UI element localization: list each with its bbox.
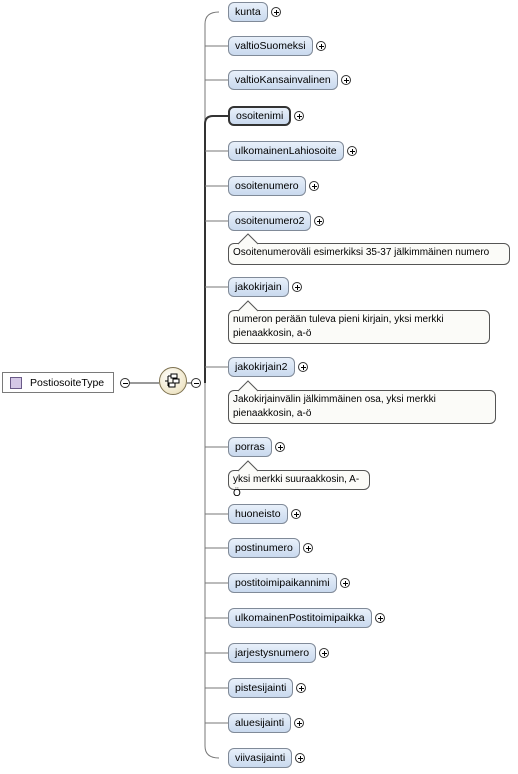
element-label: osoitenumero2 bbox=[235, 215, 305, 227]
expand-icon[interactable] bbox=[294, 111, 304, 121]
element-node-4[interactable]: ulkomainenLahiosoite bbox=[228, 141, 344, 161]
element-node-8[interactable]: jakokirjain2 bbox=[228, 357, 295, 377]
element-label: ulkomainenPostitoimipaikka bbox=[235, 612, 365, 624]
element-node-11[interactable]: postinumero bbox=[228, 538, 300, 558]
root-type-label: PostiosoiteType bbox=[30, 376, 105, 389]
element-node-15[interactable]: pistesijainti bbox=[228, 678, 294, 698]
annotation-text-line: pienaakkosin, a-ö bbox=[233, 408, 312, 419]
expand-icon[interactable] bbox=[295, 753, 305, 763]
element-label: jakokirjain bbox=[235, 281, 282, 293]
element-node-5[interactable]: osoitenumero bbox=[228, 176, 306, 196]
annotation-text-line: Osoitenumeroväli esimerkiksi 35-37 jälki… bbox=[233, 247, 490, 258]
annotation-note: yksi merkki suuraakkosin, A-Ö bbox=[228, 470, 370, 499]
element-node-2[interactable]: valtioKansainvalinen bbox=[228, 70, 338, 90]
annotation-note: numeron perään tuleva pieni kirjain, yks… bbox=[228, 310, 490, 344]
annotation-note: Osoitenumeroväli esimerkiksi 35-37 jälki… bbox=[228, 243, 510, 265]
element-node-1[interactable]: valtioSuomeksi bbox=[228, 36, 313, 56]
expand-icon[interactable] bbox=[275, 442, 285, 452]
root-type-node[interactable]: PostiosoiteType bbox=[2, 372, 114, 393]
element-label: pistesijainti bbox=[235, 682, 287, 694]
element-label: postitoimipaikannimi bbox=[235, 577, 330, 589]
element-node-10[interactable]: huoneisto bbox=[228, 504, 288, 524]
complex-type-icon bbox=[10, 376, 22, 389]
element-node-0[interactable]: kunta bbox=[228, 2, 268, 22]
element-node-16[interactable]: aluesijainti bbox=[228, 713, 292, 733]
element-label: osoitenumero bbox=[235, 180, 299, 192]
expand-icon[interactable] bbox=[341, 75, 351, 85]
element-label: ulkomainenLahiosoite bbox=[235, 145, 337, 157]
element-label: viivasijainti bbox=[235, 752, 286, 764]
element-label: osoitenimi bbox=[236, 110, 284, 122]
element-node-12[interactable]: postitoimipaikannimi bbox=[228, 573, 337, 593]
annotation-text-line: yksi merkki suuraakkosin, A-Ö bbox=[233, 474, 360, 499]
expand-icon[interactable] bbox=[292, 282, 302, 292]
element-node-6[interactable]: osoitenumero2 bbox=[228, 211, 312, 231]
element-label: aluesijainti bbox=[235, 717, 285, 729]
element-node-17[interactable]: viivasijainti bbox=[228, 748, 293, 768]
expand-icon[interactable] bbox=[291, 509, 301, 519]
expand-icon[interactable] bbox=[340, 578, 350, 588]
element-label: huoneisto bbox=[235, 508, 281, 520]
expand-icon[interactable] bbox=[303, 543, 313, 553]
element-label: postinumero bbox=[235, 542, 293, 554]
annotation-text-line: pienaakkosin, a-ö bbox=[233, 328, 312, 339]
element-label: porras bbox=[235, 441, 265, 453]
expand-icon[interactable] bbox=[375, 613, 385, 623]
element-node-14[interactable]: jarjestysnumero bbox=[228, 643, 317, 663]
element-label: valtioKansainvalinen bbox=[235, 74, 331, 86]
collapse-sequence-icon[interactable] bbox=[191, 378, 201, 388]
expand-icon[interactable] bbox=[314, 216, 324, 226]
expand-icon[interactable] bbox=[319, 648, 329, 658]
expand-icon[interactable] bbox=[296, 683, 306, 693]
expand-icon[interactable] bbox=[347, 146, 357, 156]
element-node-3[interactable]: osoitenimi bbox=[228, 106, 292, 126]
expand-icon[interactable] bbox=[271, 7, 281, 17]
element-label: valtioSuomeksi bbox=[235, 40, 306, 52]
element-node-13[interactable]: ulkomainenPostitoimipaikka bbox=[228, 608, 372, 628]
sequence-bus-line bbox=[204, 11, 220, 759]
element-label: jarjestysnumero bbox=[235, 647, 310, 659]
element-node-9[interactable]: porras bbox=[228, 437, 272, 457]
expand-icon[interactable] bbox=[316, 41, 326, 51]
annotation-note: Jakokirjainvälin jälkimmäinen osa, yksi … bbox=[228, 390, 496, 424]
element-label: jakokirjain2 bbox=[235, 361, 288, 373]
selected-path-line bbox=[204, 115, 228, 383]
annotation-text-line: Jakokirjainvälin jälkimmäinen osa, yksi … bbox=[233, 394, 436, 405]
element-node-7[interactable]: jakokirjain bbox=[228, 277, 289, 297]
element-label: kunta bbox=[235, 6, 261, 18]
expand-icon[interactable] bbox=[309, 181, 319, 191]
collapse-root-icon[interactable] bbox=[120, 378, 130, 388]
sequence-compositor-icon[interactable] bbox=[159, 367, 187, 395]
expand-icon[interactable] bbox=[294, 718, 304, 728]
annotation-text-line: numeron perään tuleva pieni kirjain, yks… bbox=[233, 314, 444, 325]
expand-icon[interactable] bbox=[298, 362, 308, 372]
